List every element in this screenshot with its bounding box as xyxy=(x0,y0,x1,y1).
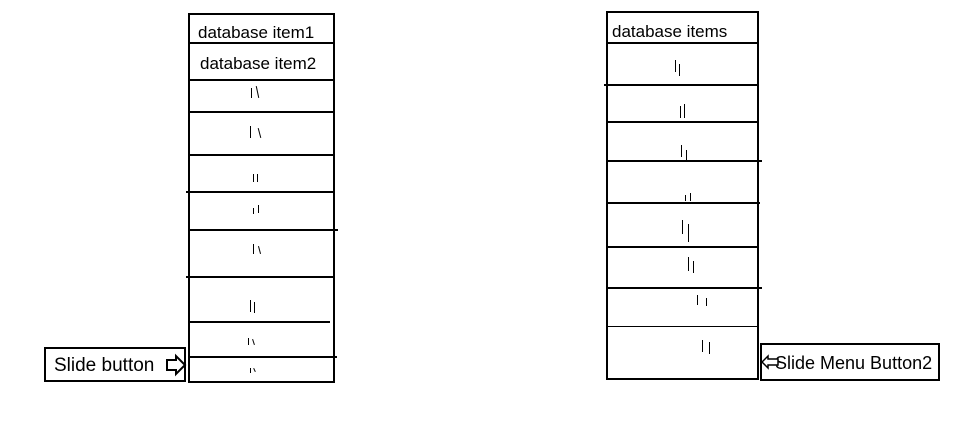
ditto-mark xyxy=(693,261,694,273)
ditto-mark xyxy=(688,224,689,242)
right-row-divider xyxy=(606,287,762,289)
ditto-mark xyxy=(251,88,252,98)
right-list-header: database items xyxy=(612,22,728,41)
right-row-divider xyxy=(606,160,762,162)
left-row-divider xyxy=(188,229,338,231)
ditto-mark xyxy=(253,208,254,214)
left-row-divider xyxy=(186,191,335,193)
ditto-mark xyxy=(250,368,251,373)
ditto-mark xyxy=(680,106,681,118)
ditto-mark xyxy=(253,174,254,182)
ditto-mark xyxy=(690,193,691,201)
ditto-mark xyxy=(253,244,254,254)
ditto-mark xyxy=(250,300,251,312)
left-row-divider xyxy=(188,154,335,156)
ditto-mark xyxy=(250,126,251,138)
ditto-mark xyxy=(697,295,698,305)
left-list-item-1[interactable]: database item1 xyxy=(198,23,315,42)
ditto-mark xyxy=(682,220,683,234)
left-row-divider xyxy=(188,79,335,81)
slide-button-label: Slide button xyxy=(54,355,155,376)
ditto-mark xyxy=(675,60,676,72)
ditto-mark xyxy=(254,302,255,313)
ditto-mark xyxy=(685,195,686,201)
left-row-divider xyxy=(188,42,335,44)
ditto-mark xyxy=(684,104,685,118)
right-list-panel: database items xyxy=(606,11,759,380)
right-row-divider xyxy=(606,246,759,248)
ditto-mark xyxy=(706,298,707,306)
right-row-divider xyxy=(604,84,759,86)
slide-menu-button2[interactable]: Slide Menu Button2 xyxy=(760,343,940,381)
ditto-mark xyxy=(681,145,682,157)
slide-menu-button2-label: Slide Menu Button2 xyxy=(775,353,933,373)
left-row-divider xyxy=(186,276,333,278)
ditto-mark xyxy=(688,257,689,271)
left-row-divider xyxy=(188,111,335,113)
slide-button[interactable]: Slide button xyxy=(44,347,186,382)
left-row-divider xyxy=(188,321,330,323)
ditto-mark xyxy=(686,150,687,162)
ditto-mark xyxy=(258,205,259,213)
right-row-divider xyxy=(606,121,759,123)
ditto-mark xyxy=(709,342,710,354)
ditto-mark xyxy=(679,64,680,76)
ditto-mark xyxy=(702,340,703,352)
right-row-divider xyxy=(606,202,760,204)
ditto-mark xyxy=(257,174,258,182)
ditto-mark xyxy=(248,338,249,345)
left-row-divider xyxy=(188,356,337,358)
right-row-divider xyxy=(606,42,759,44)
right-row-divider xyxy=(606,326,759,327)
left-list-item-2[interactable]: database item2 xyxy=(200,54,317,73)
